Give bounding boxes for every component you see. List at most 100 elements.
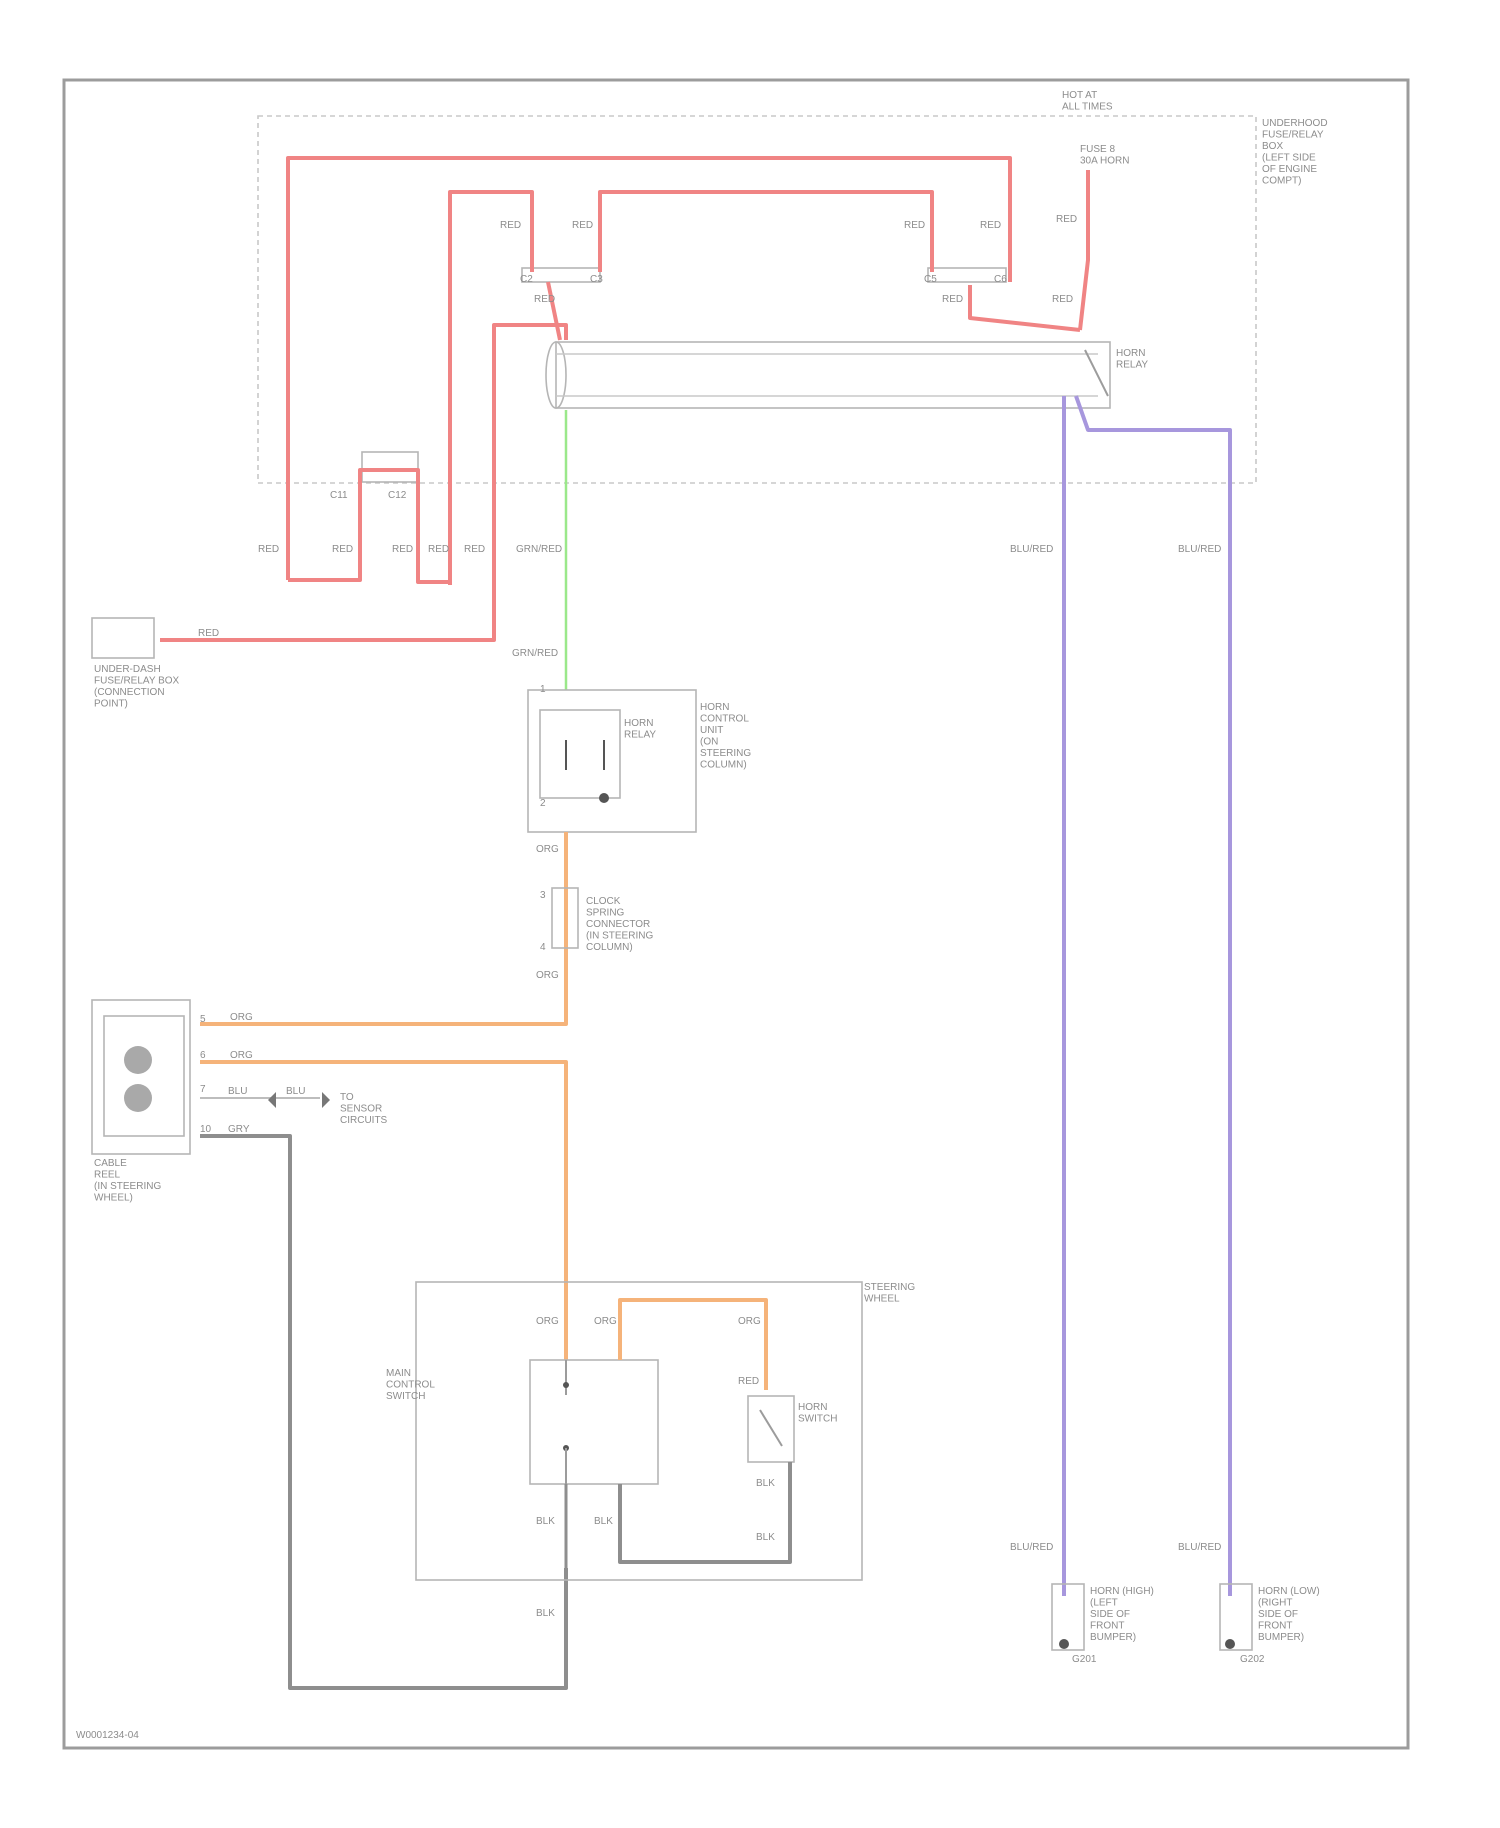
ground-g202: G202 xyxy=(1240,1654,1265,1665)
main-switch-box xyxy=(530,1360,658,1484)
cable-reel-drum-2 xyxy=(124,1084,152,1112)
red-label-11: RED xyxy=(392,544,413,555)
steering-wheel-label: STEERINGWHEEL xyxy=(864,1282,915,1305)
horn-switch-contact xyxy=(760,1410,782,1446)
red-label-8: RED xyxy=(942,294,963,305)
doc-id: W0001234-04 xyxy=(76,1730,139,1741)
arrow-right xyxy=(322,1092,330,1108)
pin-c5: C5 xyxy=(924,274,937,285)
steering-wheel-box xyxy=(416,1282,862,1580)
pin-c2: C2 xyxy=(520,274,533,285)
ground-g201: G201 xyxy=(1072,1654,1097,1665)
pin-4: 4 xyxy=(540,942,546,953)
red-label-12: RED xyxy=(428,544,449,555)
cable-reel-inner xyxy=(104,1016,184,1136)
relay-unit-contact xyxy=(599,793,609,803)
red-label-2: RED xyxy=(572,220,593,231)
cable-reel-box xyxy=(92,1000,190,1154)
underhood-fuse-box xyxy=(258,116,1256,483)
underdash-box xyxy=(92,618,154,658)
org-label-6: ORG xyxy=(594,1316,617,1327)
wire-red-c2-relay xyxy=(548,282,560,340)
wire-violet-low xyxy=(1076,396,1230,1596)
blk-label-2: BLK xyxy=(594,1516,613,1527)
cable-reel-drum-1 xyxy=(124,1046,152,1074)
org-label-2: ORG xyxy=(536,970,559,981)
pin-2: 2 xyxy=(540,798,546,809)
org-label-7: ORG xyxy=(738,1316,761,1327)
red-label-14: RED xyxy=(198,628,219,639)
org-label-5: ORG xyxy=(536,1316,559,1327)
blu-red-label-2: BLU/RED xyxy=(1178,544,1221,555)
arrow-left xyxy=(268,1092,276,1108)
horn-relay-body xyxy=(556,342,1110,408)
red-label-7: RED xyxy=(534,294,555,305)
wire-orange-reel-steering xyxy=(200,1062,566,1360)
pin-5: 5 xyxy=(200,1014,206,1025)
pin-6: 6 xyxy=(200,1050,206,1061)
blk-label-4: BLK xyxy=(756,1532,775,1543)
red-label-9: RED xyxy=(258,544,279,555)
blu-red-label-3: BLU/RED xyxy=(1010,1542,1053,1553)
gry-label: GRY xyxy=(228,1124,250,1135)
horn-low-box xyxy=(1220,1584,1252,1650)
pin-1: 1 xyxy=(540,684,546,695)
blu-red-label-1: BLU/RED xyxy=(1010,544,1053,555)
pin-c3: C3 xyxy=(590,274,603,285)
pin-7: 7 xyxy=(200,1084,206,1095)
main-switch-dot-1 xyxy=(563,1382,569,1388)
horn-high-ground xyxy=(1059,1639,1069,1649)
wire-red-outer-loop xyxy=(288,158,1010,580)
org-label-3: ORG xyxy=(230,1012,253,1023)
wire-red-relay-out xyxy=(970,285,1080,330)
blk-label-5: BLK xyxy=(536,1608,555,1619)
blk-label-1: BLK xyxy=(536,1516,555,1527)
wire-black-loop xyxy=(620,1462,790,1562)
pin-c6: C6 xyxy=(994,274,1007,285)
horn-relay-unit xyxy=(540,710,620,798)
wire-orange-relay-down xyxy=(200,832,566,1024)
blu-label-2: BLU xyxy=(286,1086,305,1097)
relay-switch xyxy=(1085,350,1108,396)
blk-label-3: BLK xyxy=(756,1478,775,1489)
hot-at-all-times-label: HOT ATALL TIMES xyxy=(1062,90,1113,113)
wire-red-mid-loop xyxy=(600,192,932,272)
pin-c11: C11 xyxy=(330,490,348,501)
horn-control-unit xyxy=(528,690,696,832)
red-label-6: RED xyxy=(1052,294,1073,305)
horn-low-ground xyxy=(1225,1639,1235,1649)
pin-c12: C12 xyxy=(388,490,407,501)
pin-3: 3 xyxy=(540,890,546,901)
pin-10: 10 xyxy=(200,1124,212,1135)
grn-red-label-2: GRN/RED xyxy=(512,648,558,659)
blu-label: BLU xyxy=(228,1086,247,1097)
red-label-5: RED xyxy=(1056,214,1077,225)
red-label-10: RED xyxy=(332,544,353,555)
red-label-3: RED xyxy=(904,220,925,231)
connector-bottom xyxy=(362,452,418,482)
grn-red-label-1: GRN/RED xyxy=(516,544,562,555)
blu-red-label-4: BLU/RED xyxy=(1178,1542,1221,1553)
org-label-4: ORG xyxy=(230,1050,253,1061)
org-label-1: ORG xyxy=(536,844,559,855)
diagram-frame xyxy=(64,80,1408,1748)
wire-red-fuse-feed xyxy=(1080,170,1088,330)
red-label-13: RED xyxy=(464,544,485,555)
red-label-1: RED xyxy=(500,220,521,231)
red-label-4: RED xyxy=(980,220,1001,231)
red-label-sw: RED xyxy=(738,1376,759,1387)
